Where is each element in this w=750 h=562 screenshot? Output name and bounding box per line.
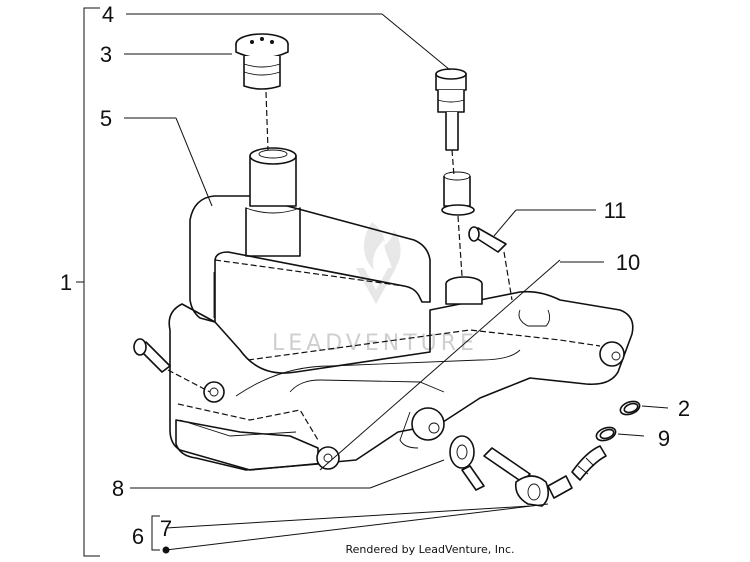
credit-text: Rendered by LeadVenture, Inc. [345, 543, 514, 556]
callout-5: 5 [100, 106, 112, 131]
tank-body [168, 195, 634, 471]
fuel-cap [235, 33, 289, 151]
bolt-upper-right [468, 226, 513, 301]
fuel-tap [449, 435, 573, 507]
hose-clip-9 [595, 426, 617, 442]
bolt-left [133, 338, 211, 393]
hose-clip-2 [619, 400, 641, 416]
callout-2: 2 [678, 396, 690, 421]
bullet-dot-icon [162, 546, 170, 554]
watermark-logo-icon [356, 222, 401, 304]
fuel-hose [571, 445, 607, 481]
leader-line-10 [319, 259, 561, 471]
callout-7: 7 [160, 516, 172, 541]
leader-lines [124, 13, 669, 551]
callout-10: 10 [616, 250, 640, 275]
callout-6: 6 [132, 524, 144, 549]
fuel-sender [435, 68, 483, 305]
pivot-boss-left [203, 381, 225, 403]
assembly-bracket [76, 7, 100, 557]
filler-neck [245, 147, 301, 257]
callout-9: 9 [658, 426, 670, 451]
callout-8: 8 [112, 476, 124, 501]
callout-11: 11 [604, 198, 627, 223]
callout-4: 4 [102, 2, 114, 27]
bracket-6 [151, 515, 170, 554]
callout-1: 1 [60, 270, 72, 295]
callout-3: 3 [100, 42, 112, 67]
